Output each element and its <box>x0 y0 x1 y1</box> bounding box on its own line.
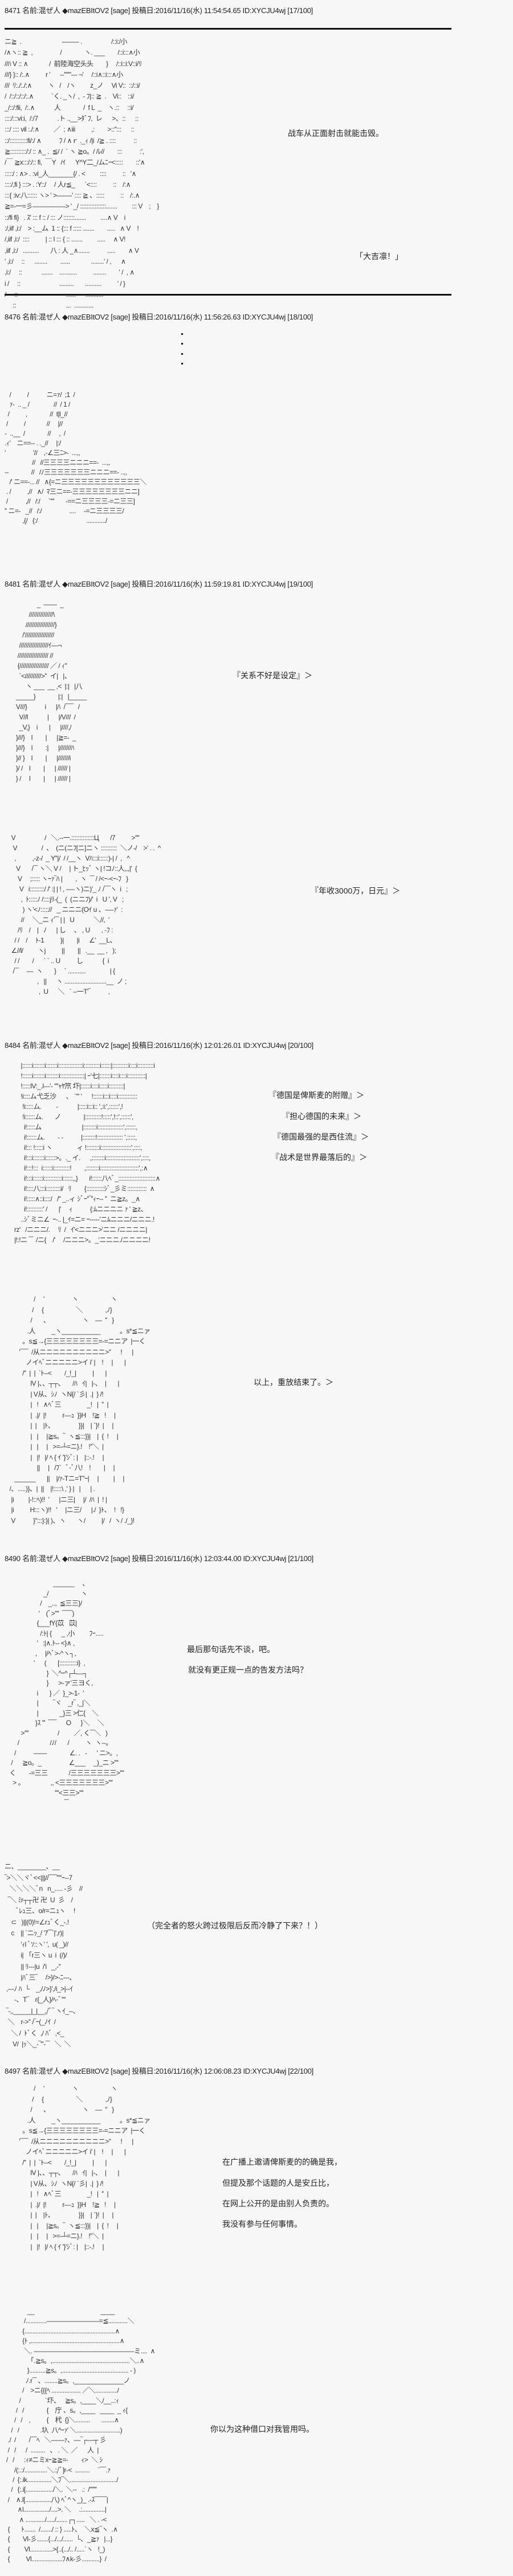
dialogue-line: 你以为这种借口对我管用吗。 <box>210 2425 314 2434</box>
ascii-art-helmet-character: __ ____ /.............――――――――=≦........… <box>6 2307 156 2563</box>
ascii-art-shouting-character: V / ＼.--一.::::::::::::::Ц /7 >'''' V / 、… <box>11 834 161 996</box>
ascii-art-cap-character: / ' ヽ ヽ / { ＼ ,ﾉ} / 、 ヽ ― '' } .人 _ヽ__ <box>19 2084 151 2251</box>
dialogue-line: 『德国是俾斯麦的附赠』＞ <box>268 1091 364 1100</box>
ellipsis-dot <box>181 363 183 365</box>
ascii-art-tank-gun: / / ニ=ｧ/ ;1 / ｧ- .. _ / // / 1 / / , // … <box>5 391 146 525</box>
post-header-8471: 8471 名前:混ぜ人 ◆mazEBItOV2 [sage] 投稿日:2016/… <box>5 6 313 15</box>
post-header-8484: 8484 名前:混ぜ人 ◆mazEBItOV2 [sage] 投稿日:2016/… <box>5 1041 314 1050</box>
ascii-art-cap-character: / ' ヽ ヽ / { ＼ ,ﾉ} / 、 ヽ ― '' } .人 _ヽ__ <box>9 1295 151 1525</box>
dialogue-line: 在网上公开的是由别人负责的。 <box>222 2199 334 2208</box>
ellipsis-dot <box>181 343 183 345</box>
dialogue-line: 最后那句话先不谈，吧。 <box>187 1645 275 1654</box>
dialogue-line: 『年收3000万，日元』＞ <box>311 886 401 895</box>
dialogue-line: 『战术是世界最落后的』＞ <box>271 1153 367 1162</box>
dialogue-line: （完全者的怒火跨过极限后反而冷静了下来？！） <box>147 1921 323 1930</box>
ascii-art-sitting-character: ______ 、 _/ ヽ / _.., ≦三三}/ ' (ﾞ>'''' ‾‾‾… <box>9 1579 125 1807</box>
dialogue-line: 『担心德国的未来』＞ <box>282 1112 361 1121</box>
dialogue-line: 「大吉凛！」 <box>355 252 403 261</box>
dialogue-line: 但提及那个话题的人是安丘比， <box>222 2178 334 2188</box>
post-header-8476: 8476 名前:混ぜ人 ◆mazEBItOV2 [sage] 投稿日:2016/… <box>5 313 313 321</box>
dialogue-line: 『关系不好是设定』＞ <box>233 671 312 680</box>
divider-top <box>5 28 451 30</box>
dialogue-line: 战车从正面射击就能击毁。 <box>288 129 384 138</box>
post-header-8481: 8481 名前:混ぜ人 ◆mazEBItOV2 [sage] 投稿日:2016/… <box>5 580 313 588</box>
dialogue-line: 在广播上邀请俾斯麦的的确是我， <box>222 2157 342 2167</box>
dialogue-line: 我没有参与任何事情。 <box>222 2219 302 2229</box>
ellipsis-dot <box>181 333 183 335</box>
dialogue-line: 就没有更正规一点的告发方法吗？ <box>188 1665 308 1674</box>
ellipsis-dot <box>181 353 183 355</box>
ascii-art-hat-character: _ ―― _ ///////////////\ ////////////////… <box>15 600 87 783</box>
divider-bottom <box>5 294 451 296</box>
dialogue-line: 以上，重放结束了。＞ <box>254 1378 333 1387</box>
ascii-art-angry-character: ニ、________、__ ‾>＼＼ヾﾞ<<|||//‾‾‾‾'''''ｰ--7… <box>5 1862 83 2048</box>
post-header-8490: 8490 名前:混ぜ人 ◆mazEBItOV2 [sage] 投稿日:2016/… <box>5 1554 314 1563</box>
ascii-art-tank-commander: ニ≧ . -――- . /::i:/小 /∧ヽ:: ≧ , / ヽ. ___ /… <box>5 38 159 310</box>
post-header-8497: 8497 名前:混ぜ人 ◆mazEBItOV2 [sage] 投稿日:2016/… <box>5 2067 314 2075</box>
dialogue-line: 『德国最强的是西住流』＞ <box>273 1132 369 1141</box>
ascii-art-screen-character: |::::::i:::::::i:::::::i:::::::::::::::i… <box>14 1062 160 1244</box>
